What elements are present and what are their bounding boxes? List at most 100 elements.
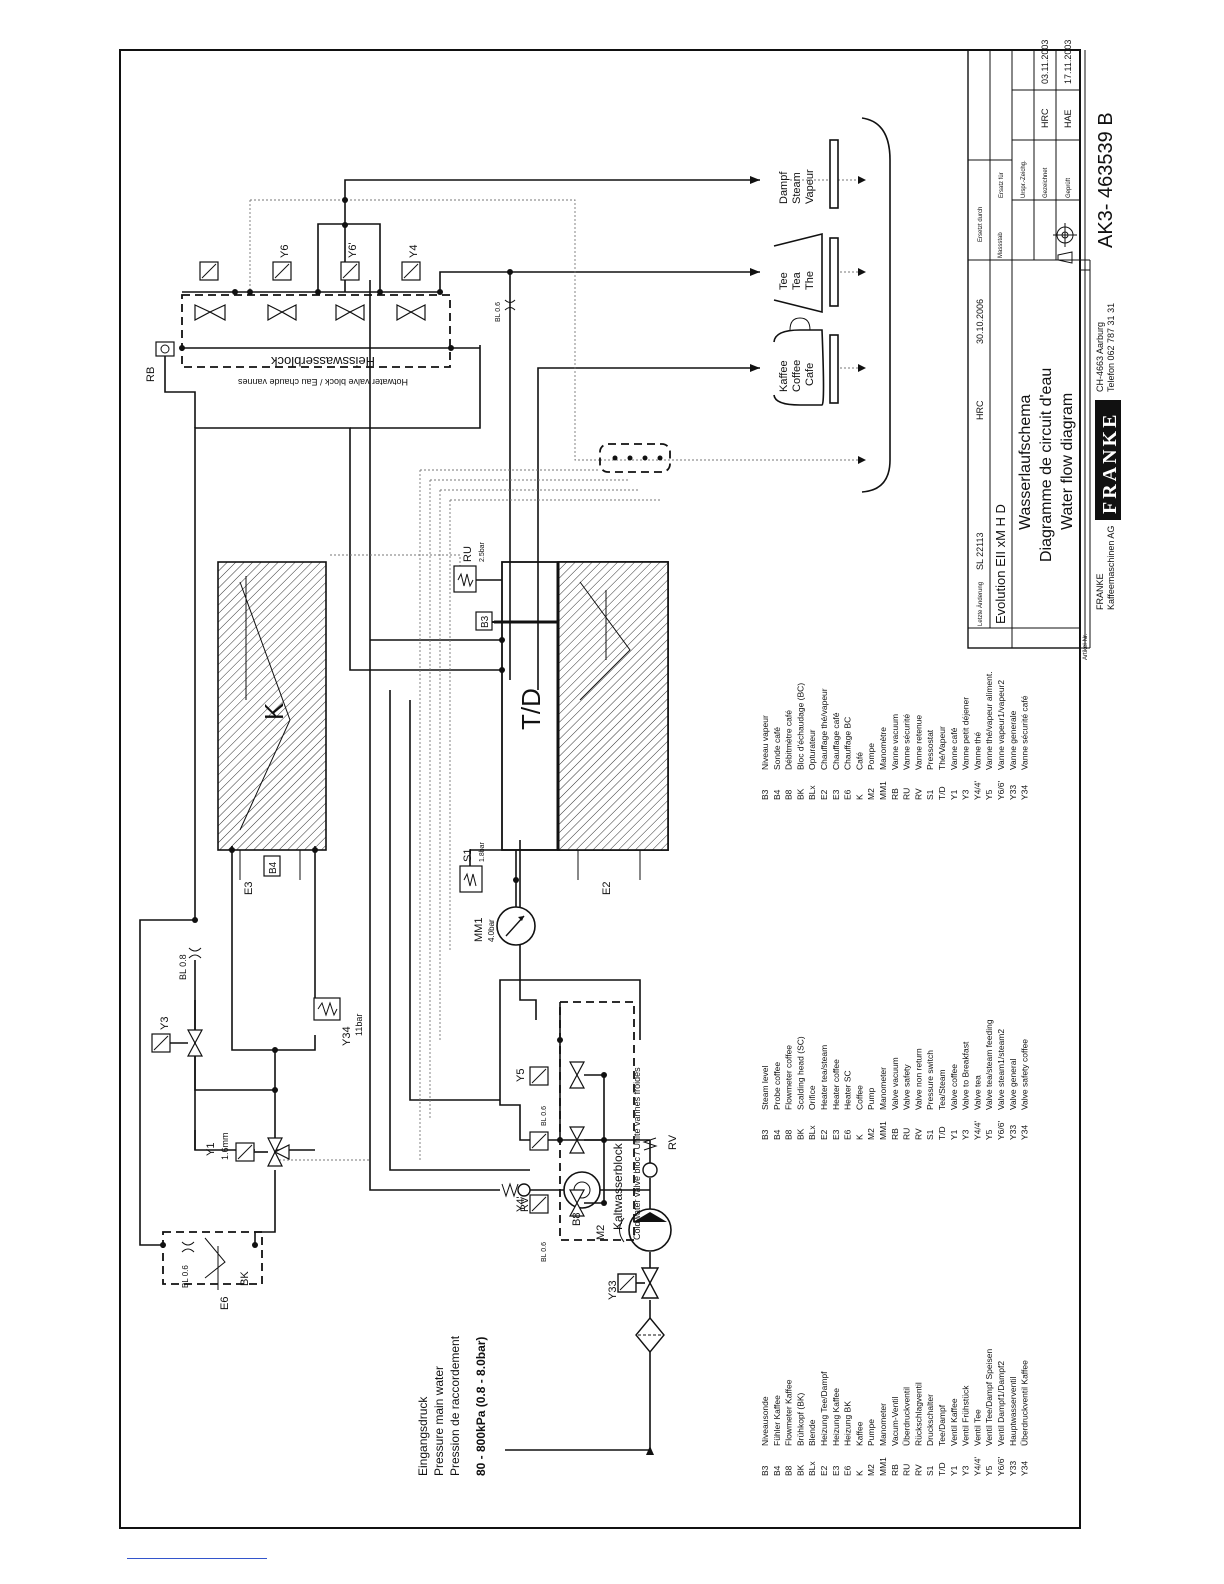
valve-y5[interactable]	[529, 1061, 586, 1089]
hotwater-block-title-vis: Heisswasserblock	[270, 354, 375, 369]
legend-code-18-4: Y4/4'	[972, 781, 982, 800]
legend-fr-3-5: Bloc d'échaudage (BC)	[795, 683, 805, 770]
inlet-de: Eingangsdruck	[416, 1396, 430, 1476]
legend-de-6-1: Heizung Kaffee	[831, 1388, 841, 1446]
legend-de-21-1: Hauptwasserventil	[1008, 1376, 1018, 1446]
coffee-boiler: K	[217, 561, 327, 851]
legend-fr-6-5: Chauffage café	[831, 712, 841, 770]
legend-code-4-4: BLx	[807, 785, 817, 800]
tea-steam-boiler: T/D	[494, 561, 669, 851]
legend-code-3-0: BK	[795, 1464, 805, 1476]
legend-code-3-2: BK	[795, 1128, 805, 1140]
legend-code-21-4: Y33	[1008, 785, 1018, 800]
drawn-by: HRC	[1040, 108, 1050, 128]
legend-fr-9-5: Pompe	[866, 743, 876, 770]
legend-code-22-4: Y34	[1020, 785, 1030, 800]
valve-y1[interactable]: Y1 1.6mm	[205, 1132, 290, 1167]
legend-code-17-0: Y3	[961, 1465, 971, 1476]
legend-fr-17-5: Vanne petit déjener	[961, 697, 971, 770]
legend-fr-13-5: Vanne retenue	[913, 715, 923, 770]
legend-code-10-2: MM1	[878, 1121, 888, 1140]
checked-by: HAE	[1063, 109, 1073, 128]
hotwater-valve-block: Heisswasserblock Heisswasserblock Hotwat…	[179, 197, 513, 387]
inlet-fr: Pression de raccordement	[448, 1335, 462, 1476]
legend-code-17-4: Y3	[961, 789, 971, 800]
legend-fr-15-5: Thé/Vapeur	[937, 726, 947, 770]
legend-code-4-2: BLx	[807, 1125, 817, 1140]
valve-y6-unlabeled[interactable]	[194, 261, 226, 321]
origin-drawing-label: Urspr.-Zeichg.	[1021, 160, 1027, 198]
legend-code-22-2: Y34	[1020, 1125, 1030, 1140]
legend-code-8-2: K	[854, 1134, 864, 1140]
coldwater-block-title: Kaltwasserblock	[611, 1142, 625, 1230]
legend-de-3-1: Brühkopf (BK)	[795, 1392, 805, 1446]
orifice-bl08: BL 0.8	[178, 947, 202, 980]
legend-code-6-4: E3	[831, 789, 841, 800]
legend-fr-5-5: Chauffage thé/vapeur	[819, 688, 829, 770]
legend-code-21-2: Y33	[1008, 1125, 1018, 1140]
legend-en-7-3: Heater SC	[843, 1070, 853, 1110]
outlets: Dampf Steam Vapeur Tee Tea The Kaffee Co…	[773, 117, 891, 493]
legend-fr-12-5: Vanne sécurité	[902, 714, 912, 770]
legend-de-13-1: Rückschlagventil	[913, 1382, 923, 1446]
legend-en-18-3: Valve tea	[972, 1075, 982, 1110]
legend-code-10-4: MM1	[878, 781, 888, 800]
valve-y4[interactable]	[396, 261, 426, 322]
legend-code-5-2: E2	[819, 1129, 829, 1140]
outlet-coffee-en: Coffee	[791, 360, 803, 392]
franke-logo	[1095, 400, 1121, 520]
drawn-date: 03.11.2003	[1040, 40, 1050, 84]
label-y1: Y1	[205, 1143, 217, 1156]
legend-code-13-4: RV	[913, 788, 923, 800]
legend-code-8-0: K	[854, 1470, 864, 1476]
last-change-date: 30.10.2006	[975, 299, 985, 344]
legend-code-2-0: B8	[784, 1465, 794, 1476]
valve-y6[interactable]	[267, 261, 297, 322]
valve-y33[interactable]	[617, 1267, 660, 1299]
legend-code-5-0: E2	[819, 1465, 829, 1476]
inlet-value: 80 - 800kPa (0.8 - 8.0bar)	[474, 1337, 488, 1476]
legend-en-2-3: Flowmeter coffee	[784, 1045, 794, 1110]
legend-en-6-3: Heater coffee	[831, 1059, 841, 1110]
label-mm1: MM1	[473, 918, 485, 942]
label-y6-prime: Y6'	[347, 242, 359, 258]
valve-y4-prime[interactable]	[529, 1189, 586, 1217]
legend-code-5-4: E2	[819, 789, 829, 800]
projection-symbol	[1053, 223, 1077, 264]
replacement-for-label: Ersatz für	[999, 172, 1005, 198]
pump-m2	[619, 1208, 672, 1252]
legend-code-12-2: RU	[902, 1128, 912, 1140]
legend-en-0-3: Steam level	[760, 1065, 770, 1110]
connector-block	[599, 443, 671, 473]
valve-y6-prime[interactable]	[335, 261, 365, 322]
outlet-tea-en: Tea	[791, 271, 803, 290]
legend-en-12-3: Valve safety	[902, 1064, 912, 1110]
legend-code-22-0: Y34	[1020, 1461, 1030, 1476]
valve-y3[interactable]: Y3	[151, 1017, 204, 1057]
legend-fr-8-5: Café	[854, 752, 864, 770]
product-name: Evolution EII xM H D	[993, 504, 1008, 624]
legend-en-13-3: Valve non return	[913, 1048, 923, 1110]
label-b8: B8	[571, 1213, 583, 1226]
legend-code-18-0: Y4/4'	[972, 1457, 982, 1476]
legend-code-1-4: B4	[772, 789, 782, 800]
label-y6: Y6	[279, 245, 291, 258]
piping	[139, 176, 760, 1455]
legend-code-0-4: B3	[760, 789, 770, 800]
legend-code-20-0: Y6/6'	[996, 1457, 1006, 1476]
legend-code-15-4: T/D	[937, 786, 947, 800]
pressure-switch-s1: S1 1.8bar	[459, 841, 486, 893]
legend-de-4-1: Blende	[807, 1419, 817, 1446]
legend-en-22-3: Valve safety coffee	[1020, 1039, 1030, 1110]
legend-en-4-3: Orifice	[807, 1085, 817, 1110]
label-rb: RB	[145, 367, 157, 382]
legend-code-19-0: Y5	[984, 1465, 994, 1476]
legend-fr-7-5: Chauffage BC	[843, 717, 853, 770]
legend-code-14-4: S1	[925, 789, 935, 800]
legend-de-0-1: Niveausonde	[760, 1396, 770, 1446]
last-change-label: Letzte Änderung	[977, 582, 984, 626]
orifice-bl06-tea: BL 0.6	[495, 299, 516, 322]
legend-en-14-3: Pressure switch	[925, 1050, 935, 1110]
valve-y4-unlabeled[interactable]	[529, 1126, 586, 1154]
